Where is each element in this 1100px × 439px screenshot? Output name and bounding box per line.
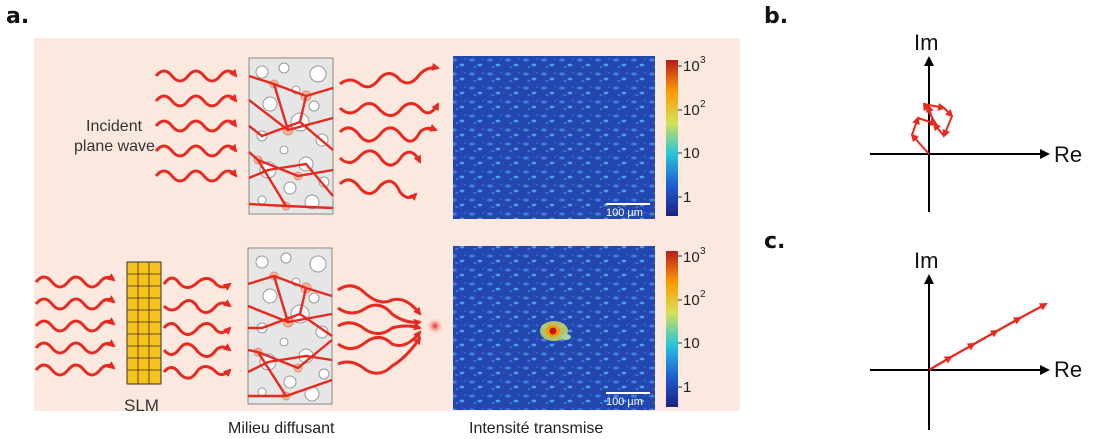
- shaped-waves: [162, 276, 232, 380]
- colorbar-top-tick-1: 10: [683, 102, 700, 119]
- slm-grid: [126, 261, 162, 385]
- caption-transmitted-intensity: Intensité transmise: [469, 420, 604, 437]
- panel-c-aligned-phasors: [928, 302, 1048, 372]
- bottom-incident-waves: [34, 273, 116, 377]
- panel-c-re-label: Re: [1054, 357, 1082, 382]
- colorbar-top-tick-0-exp: 3: [700, 55, 706, 66]
- colorbar-top-tick-2: 10: [683, 145, 700, 162]
- colorbar-top-tick-0: 10: [683, 58, 700, 75]
- incident-label-line2: plane wave: [74, 138, 155, 155]
- panel-c-axes: [870, 274, 1050, 430]
- incident-label-line1: Incident: [86, 118, 143, 135]
- focus-hotspot: [540, 321, 571, 341]
- colorbar-bottom-tick-1-exp: 2: [700, 289, 706, 300]
- colorbar-bottom: [666, 251, 678, 407]
- panel-c-im-label: Im: [914, 248, 938, 273]
- colorbar-top-tick-1-exp: 2: [700, 99, 706, 110]
- scattered-waves-top: [338, 62, 440, 202]
- caption-scattering-medium: Milieu diffusant: [228, 420, 335, 437]
- panel-label-b: b.: [764, 4, 789, 29]
- speckle-image-top: [453, 56, 655, 219]
- colorbar-bottom-tick-0-exp: 3: [700, 246, 706, 257]
- top-incident-waves: [154, 68, 238, 183]
- colorbar-bottom-tick-2: 10: [683, 335, 700, 352]
- slm-label: SLM: [124, 396, 159, 415]
- colorbar-top: [666, 60, 678, 216]
- colorbar-bottom-tick-1: 10: [683, 292, 700, 309]
- scale-bar-top-label: 100 µm: [606, 207, 643, 219]
- colorbar-bottom-tick-3: 1: [683, 379, 691, 396]
- scale-bar-bottom-label: 100 µm: [606, 396, 643, 408]
- panel-b-phasor-chain: [910, 102, 954, 155]
- focusing-waves: [337, 284, 422, 375]
- scattering-medium-top: [248, 57, 334, 215]
- panel-b-im-label: Im: [914, 30, 938, 55]
- scattering-medium-bottom: [247, 247, 333, 405]
- panel-label-c: c.: [764, 229, 786, 254]
- panel-b-axes: [870, 56, 1050, 212]
- colorbar-bottom-tick-0: 10: [683, 249, 700, 266]
- focal-spot: [426, 317, 444, 335]
- colorbar-top-tick-3: 1: [683, 189, 691, 206]
- panel-b-re-label: Re: [1054, 142, 1082, 167]
- panel-label-a: a.: [6, 4, 30, 29]
